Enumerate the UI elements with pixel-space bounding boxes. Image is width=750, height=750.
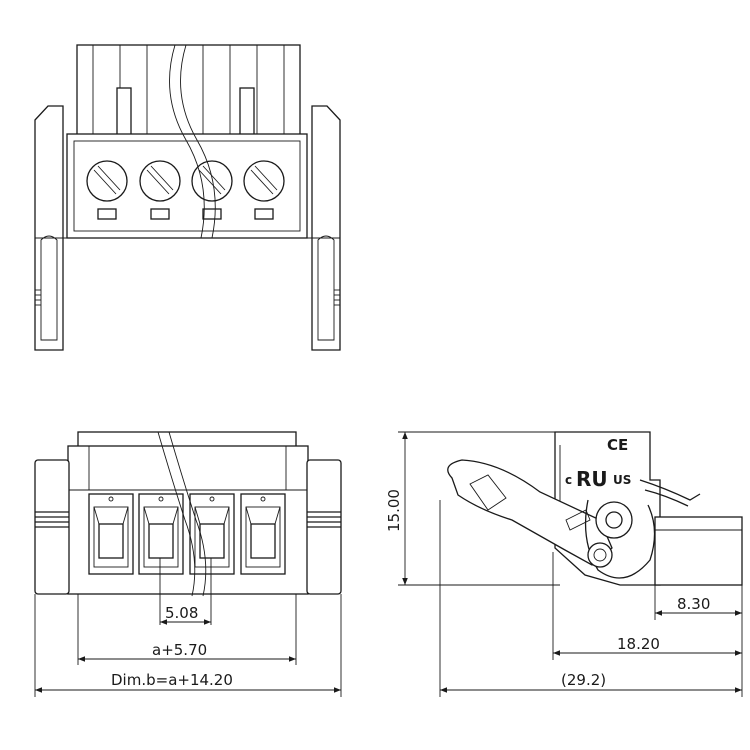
- top-screw-4: [243, 160, 285, 202]
- top-screw-2: [139, 160, 181, 202]
- top-break-line-b: [180, 44, 216, 239]
- side-view: CE c RU US: [398, 431, 743, 697]
- top-slot-2: [150, 208, 170, 220]
- dim-b-label: Dim.b=a+14.20: [111, 671, 233, 689]
- dim-height-label: 15.00: [385, 489, 403, 532]
- top-view: [34, 44, 341, 351]
- front-body: [67, 445, 309, 595]
- dim-18-20: [552, 552, 743, 660]
- dim-18-20-label: 18.20: [617, 635, 660, 653]
- side-latch: [639, 479, 701, 501]
- front-entry-4: [240, 493, 286, 575]
- dim-pitch: [159, 558, 212, 625]
- top-screw-1: [86, 160, 128, 202]
- ul-us-mark: US: [613, 473, 631, 487]
- ce-mark: CE: [607, 436, 628, 454]
- front-entry-2: [138, 493, 184, 575]
- front-view: [34, 431, 342, 697]
- dim-29-2-label: (29.2): [561, 671, 606, 689]
- top-slot-3: [202, 208, 222, 220]
- side-cam: [587, 542, 613, 568]
- dim-29-2: [439, 500, 743, 697]
- top-slot-1: [97, 208, 117, 220]
- top-screw-3: [191, 160, 233, 202]
- top-latch-post-left: [116, 87, 132, 139]
- dim-b: [34, 594, 342, 697]
- ul-mark: RU: [576, 467, 608, 491]
- top-lever-left: [34, 105, 64, 351]
- top-slot-4: [254, 208, 274, 220]
- dim-8-30-label: 8.30: [677, 595, 710, 613]
- dim-pitch-label: 5.08: [165, 604, 198, 622]
- side-plug: [654, 516, 743, 586]
- dim-height: [398, 431, 560, 586]
- dim-8-30: [654, 585, 743, 620]
- dim-a-plus-label: a+5.70: [152, 641, 207, 659]
- top-latch-post-right: [239, 87, 255, 139]
- ul-c-mark: c: [565, 473, 572, 487]
- side-lever-arm: [447, 459, 613, 566]
- front-break-line-a: [157, 431, 196, 597]
- front-break-line-b: [168, 431, 207, 597]
- front-entry-1: [88, 493, 134, 575]
- top-lever-right: [311, 105, 341, 351]
- dim-a-plus: [77, 594, 297, 665]
- top-break-line-a: [169, 44, 205, 239]
